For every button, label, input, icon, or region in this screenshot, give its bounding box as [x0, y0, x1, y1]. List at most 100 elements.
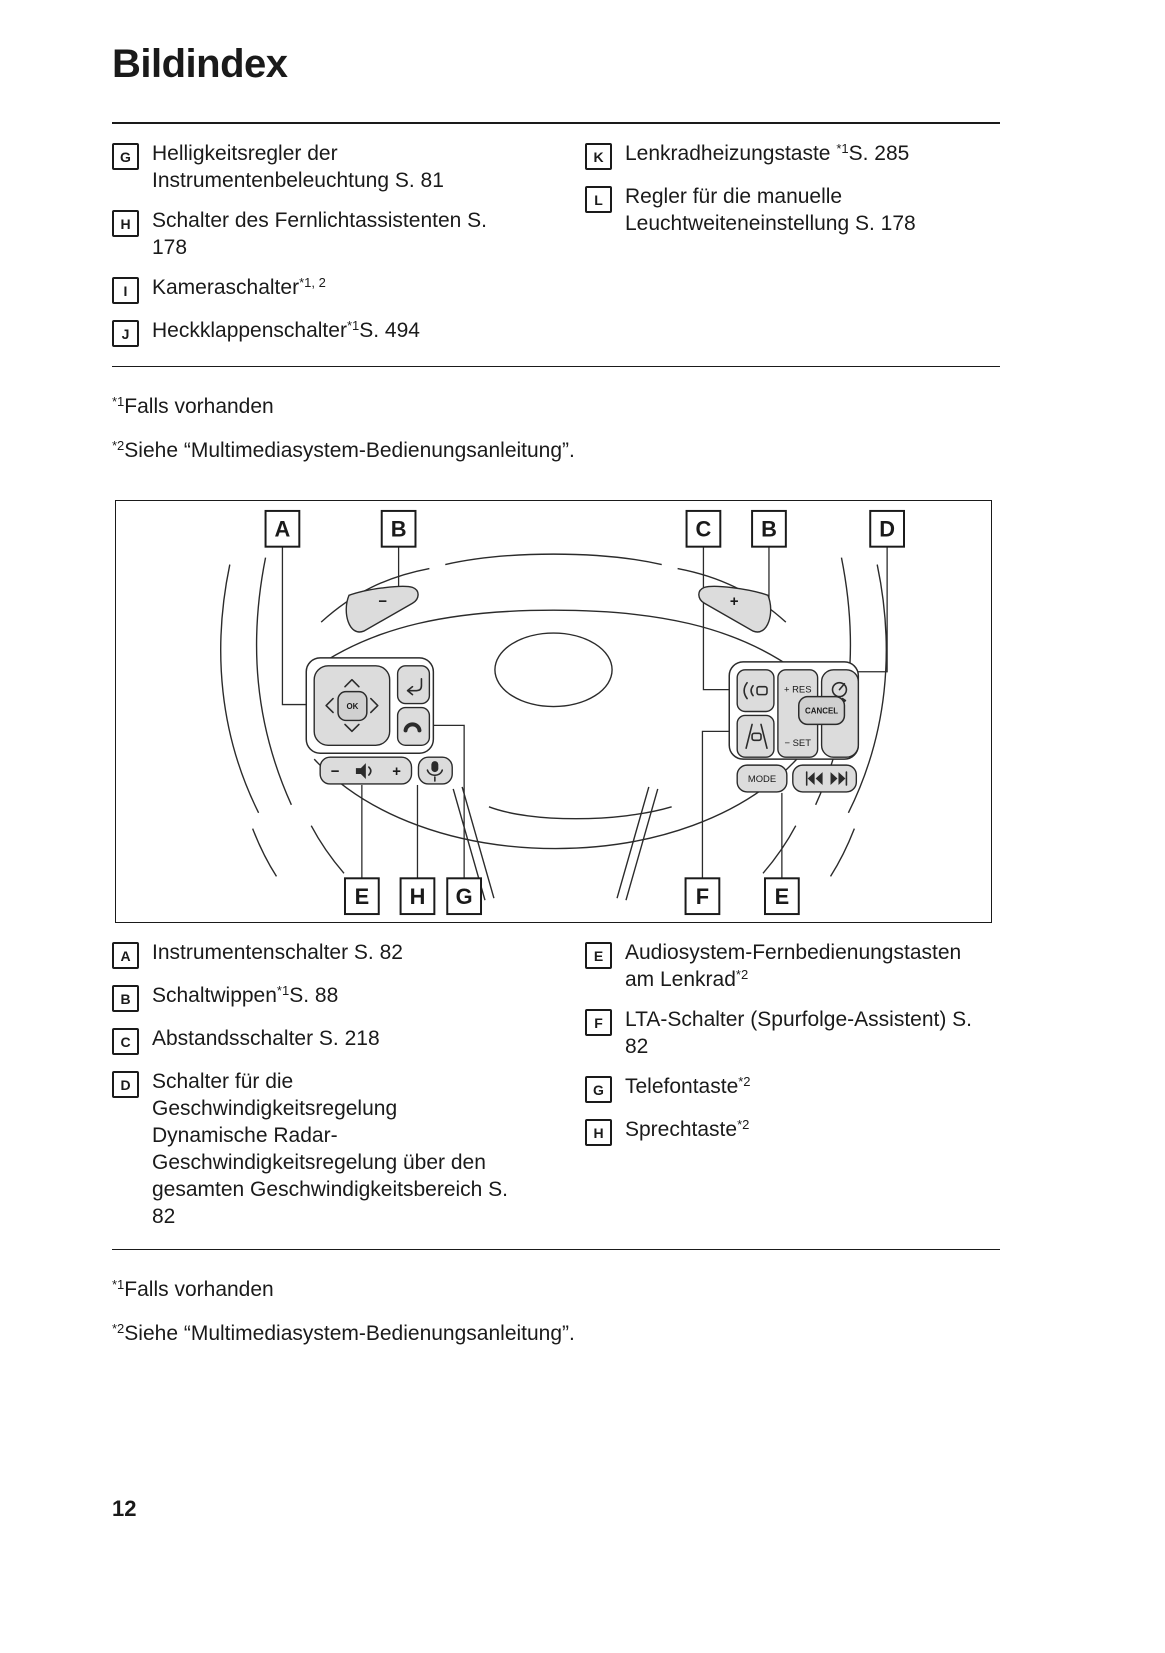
back-button	[396, 665, 431, 705]
lta-icon	[745, 723, 768, 750]
horn-pad	[494, 632, 613, 708]
page-title: Bildindex	[112, 42, 288, 86]
key-box-I: I	[112, 277, 139, 304]
ok-label: OK	[346, 702, 358, 711]
svg-text:D: D	[879, 517, 895, 542]
set-label: − SET	[785, 737, 812, 748]
speaker-icon	[355, 763, 372, 780]
list-item-L: L Regler für die manuelle Leuchtweitenei…	[585, 183, 1000, 237]
svg-text:E: E	[355, 884, 370, 909]
page-content: Bildindex G Helligkeitsregler der Instru…	[112, 0, 1000, 1347]
phone-button	[396, 706, 431, 746]
dpad-left-icon	[325, 697, 334, 714]
bottom-index-list: A Instrumentenschalter S. 82 B Schaltwip…	[112, 923, 1000, 1249]
list-item-J: J Heckklappenschalter*1S. 494	[112, 317, 585, 347]
bottom-list-right-column: E Audiosystem-Fernbedienungstasten am Le…	[585, 939, 1000, 1243]
callout-B-right: B	[751, 509, 787, 548]
key-box-F: F	[585, 1009, 612, 1036]
callout-G: G	[446, 877, 483, 916]
divider-top	[112, 122, 1000, 124]
paddle-shifter-plus: +	[698, 585, 772, 633]
callout-E-left: E	[343, 877, 380, 916]
list-item-text: Heckklappenschalter*1S. 494	[152, 318, 420, 342]
key-box-L: L	[585, 186, 612, 213]
volume-plus-label: +	[392, 764, 401, 780]
next-track-icon	[830, 771, 848, 786]
svg-text:F: F	[696, 884, 709, 909]
prev-track-icon	[805, 771, 823, 786]
list-item-text: Schalter des Fernlichtassistenten S. 178	[152, 209, 487, 259]
list-item-text: Regler für die manuelle Leuchtweiteneins…	[625, 185, 916, 235]
footnote-2: *2Siehe “Multimediasystem-Bedienungsanle…	[112, 1321, 575, 1345]
ok-button: OK	[337, 690, 368, 722]
dpad-up-icon	[344, 678, 360, 688]
cancel-label: CANCEL	[805, 706, 838, 715]
list-item-text: Instrumentenschalter S. 82	[152, 941, 403, 964]
callout-B-left: B	[380, 509, 417, 548]
distance-button	[736, 669, 775, 713]
list-item-D: D Schalter für die Geschwindigkeitsregel…	[112, 1068, 585, 1230]
mode-label: MODE	[748, 773, 776, 784]
list-item-text: Kameraschalter*1, 2	[152, 275, 326, 299]
phone-icon	[403, 722, 422, 733]
svg-text:B: B	[391, 517, 407, 542]
key-box-J: J	[112, 320, 139, 347]
list-item-K: K Lenkradheizungstaste *1S. 285	[585, 140, 1000, 170]
list-item-text: Telefontaste*2	[625, 1074, 751, 1098]
volume-buttons: − +	[319, 756, 413, 785]
left-switch-cluster: OK −	[305, 657, 453, 785]
svg-text:E: E	[775, 884, 790, 909]
list-item-text: Audiosystem-Fernbedienungstasten am Lenk…	[625, 941, 962, 991]
list-item-A: A Instrumentenschalter S. 82	[112, 939, 585, 969]
divider-bottom-list	[112, 1249, 1000, 1250]
list-item-G: G Helligkeitsregler der Instrumentenbele…	[112, 140, 585, 194]
page-number: 12	[112, 1496, 137, 1521]
key-box-B: B	[112, 985, 139, 1012]
key-box-D: D	[112, 1071, 139, 1098]
svg-text:G: G	[456, 884, 473, 909]
track-buttons	[792, 764, 858, 793]
distance-icon	[743, 681, 768, 700]
res-label: + RES	[784, 684, 812, 695]
dpad-right-icon	[370, 697, 379, 714]
callout-C: C	[685, 509, 722, 548]
paddle-plus-label: +	[730, 594, 739, 610]
list-item-text: Lenkradheizungstaste *1S. 285	[625, 141, 910, 165]
footnote-2: *2Siehe “Multimediasystem-Bedienungsanle…	[112, 438, 575, 462]
list-item-text: Abstandsschalter S. 218	[152, 1027, 380, 1050]
key-box-H2: H	[585, 1119, 612, 1146]
footnote-1: *1Falls vorhanden	[112, 1277, 274, 1301]
list-item-F: F LTA-Schalter (Spurfolge-Assistent) S. …	[585, 1006, 1000, 1060]
svg-text:B: B	[761, 517, 777, 542]
volume-minus-label: −	[331, 764, 340, 780]
mic-icon	[426, 761, 444, 782]
talk-button	[417, 756, 453, 785]
top-list-right-column: K Lenkradheizungstaste *1S. 285 L Regler…	[585, 140, 1000, 360]
key-box-C: C	[112, 1028, 139, 1055]
key-box-E: E	[585, 942, 612, 969]
mode-button: MODE	[736, 764, 788, 793]
svg-text:A: A	[275, 517, 291, 542]
callout-E-right: E	[764, 877, 800, 916]
list-item-text: Helligkeitsregler der Instrumentenbeleuc…	[152, 142, 444, 192]
right-switch-cluster: + RES − SET CANCEL MOD	[728, 661, 860, 793]
callouts-top: A B C B D	[264, 509, 905, 548]
list-item-text: Schalter für die Geschwindigkeitsregelun…	[152, 1070, 509, 1228]
callouts-bottom: E H G F E	[343, 877, 800, 916]
top-list-left-column: G Helligkeitsregler der Instrumentenbele…	[112, 140, 585, 360]
list-item-text: Sprechtaste*2	[625, 1117, 750, 1141]
dpad-down-icon	[344, 723, 360, 733]
list-item-G2: G Telefontaste*2	[585, 1073, 1000, 1103]
footnotes-top: *1Falls vorhanden *2Siehe “Multimediasys…	[112, 393, 1000, 464]
key-box-H: H	[112, 210, 139, 237]
list-item-C: C Abstandsschalter S. 218	[112, 1025, 585, 1055]
footnote-1: *1Falls vorhanden	[112, 394, 274, 418]
list-item-H2: H Sprechtaste*2	[585, 1116, 1000, 1146]
svg-text:C: C	[696, 517, 712, 542]
key-box-A: A	[112, 942, 139, 969]
callout-A: A	[264, 509, 301, 548]
list-item-text: Schaltwippen*1S. 88	[152, 983, 339, 1007]
paddle-minus-label: −	[378, 594, 387, 610]
footnotes-bottom: *1Falls vorhanden *2Siehe “Multimediasys…	[112, 1276, 1000, 1347]
callout-H: H	[399, 877, 436, 916]
